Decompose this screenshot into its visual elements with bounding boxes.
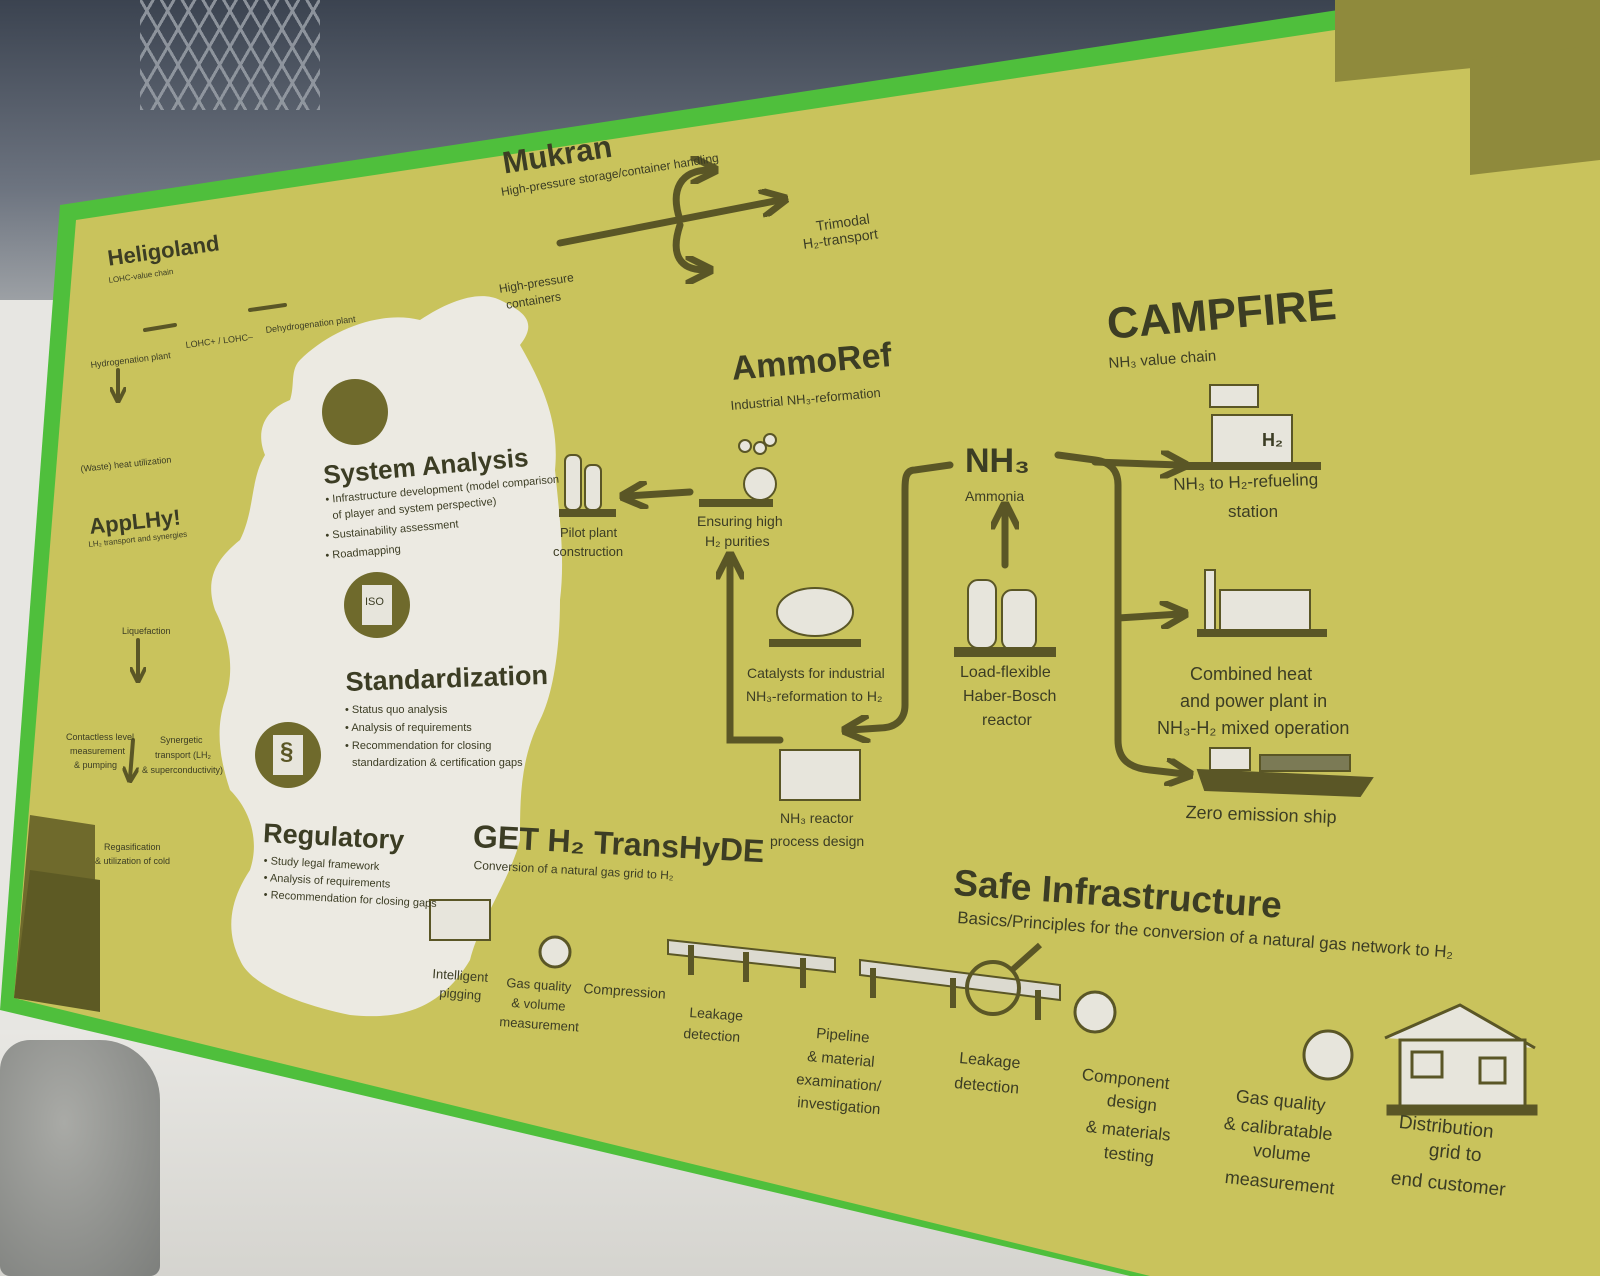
regasification-label-1: Regasification <box>104 842 161 852</box>
synergetic-label-3: & superconductivity) <box>142 765 224 775</box>
iso-label: ISO <box>365 596 384 608</box>
house-icon <box>1384 1003 1538 1116</box>
contactless-label-2: measurement <box>70 746 126 756</box>
refueling-station-icon <box>1179 384 1321 470</box>
arrow-heli-2 <box>248 303 287 312</box>
synergetic-label-2: transport (LH₂ <box>155 750 212 760</box>
ceiling-truss <box>140 0 320 110</box>
haber-label-3: reactor <box>982 712 1032 729</box>
standardization-bullet-1: • Status quo analysis <box>345 704 448 716</box>
refuel-label-2: station <box>1228 502 1279 521</box>
catalyst-drum-icon <box>769 587 861 647</box>
haber-label-2: Haber-Bosch <box>963 688 1057 705</box>
arrow-nh3-loop <box>850 461 954 730</box>
ammonia-label: Ammonia <box>965 488 1025 504</box>
arrow-mukran-down <box>672 221 705 270</box>
pipeline-graphic <box>667 938 1061 1002</box>
decor-block <box>14 870 100 1012</box>
haber-bosch-icon <box>954 579 1056 657</box>
arrow-applhy-2 <box>130 738 133 778</box>
chp-label-1: Combined heat <box>1190 664 1313 684</box>
system-analysis-badge <box>322 379 388 445</box>
magnifier-icon <box>965 960 1021 1016</box>
haber-label-1: Load-flexible <box>960 664 1051 681</box>
pilot-plant-label-2: construction <box>553 544 624 559</box>
microscope-icon <box>699 433 777 507</box>
h2-sign: H₂ <box>1262 430 1283 450</box>
synergetic-label-1: Synergetic <box>160 735 203 745</box>
contactless-label-3: & pumping <box>74 760 118 770</box>
reactor-label-1: NH₃ reactor <box>780 810 854 826</box>
purity-label-1: Ensuring high <box>697 513 783 529</box>
arrow-to-refuel <box>1091 462 1180 465</box>
purity-label-2: H₂ purities <box>705 533 770 549</box>
section-symbol: § <box>280 738 294 765</box>
decor-block <box>1470 45 1600 175</box>
germany-map <box>211 296 563 1017</box>
liquefaction-label: Liquefaction <box>122 626 171 636</box>
standardization-bullet-2: • Analysis of requirements <box>345 722 472 734</box>
arrow-to-chp <box>1114 614 1180 618</box>
reactor-process-icon <box>779 749 861 801</box>
contactless-label-1: Contactless level <box>66 732 135 742</box>
lounge-chair <box>0 1040 160 1276</box>
arrow-heli-1 <box>143 323 177 332</box>
pilot-plant-icon <box>559 454 616 517</box>
reactor-label-2: process design <box>770 833 865 849</box>
arrow-mukran-up <box>672 170 710 224</box>
pigging-icon <box>429 899 491 941</box>
standardization-bullet-4: standardization & certification gaps <box>352 757 523 769</box>
power-plant-icon <box>1197 569 1327 637</box>
nh3-label: NH₃ <box>965 442 1030 480</box>
pigging-label-2: pigging <box>438 985 482 1003</box>
chp-label-2: and power plant in <box>1180 691 1328 711</box>
regasification-label-2: & utilization of cold <box>95 856 171 866</box>
arrow-up-purity <box>730 560 784 744</box>
chp-label-3: NH₃-H₂ mixed operation <box>1157 718 1350 738</box>
gauge-icon <box>538 935 1354 1081</box>
catalysts-label-2: NH₃-reformation to H₂ <box>746 688 883 704</box>
arrow-to-pilot <box>628 492 694 496</box>
ship-icon <box>1196 747 1374 798</box>
catalysts-label-1: Catalysts for industrial <box>747 665 885 681</box>
pilot-plant-label-1: Pilot plant <box>560 525 618 540</box>
arrow-mukran-main <box>556 200 780 247</box>
standardization-bullet-3: • Recommendation for closing <box>345 740 492 752</box>
